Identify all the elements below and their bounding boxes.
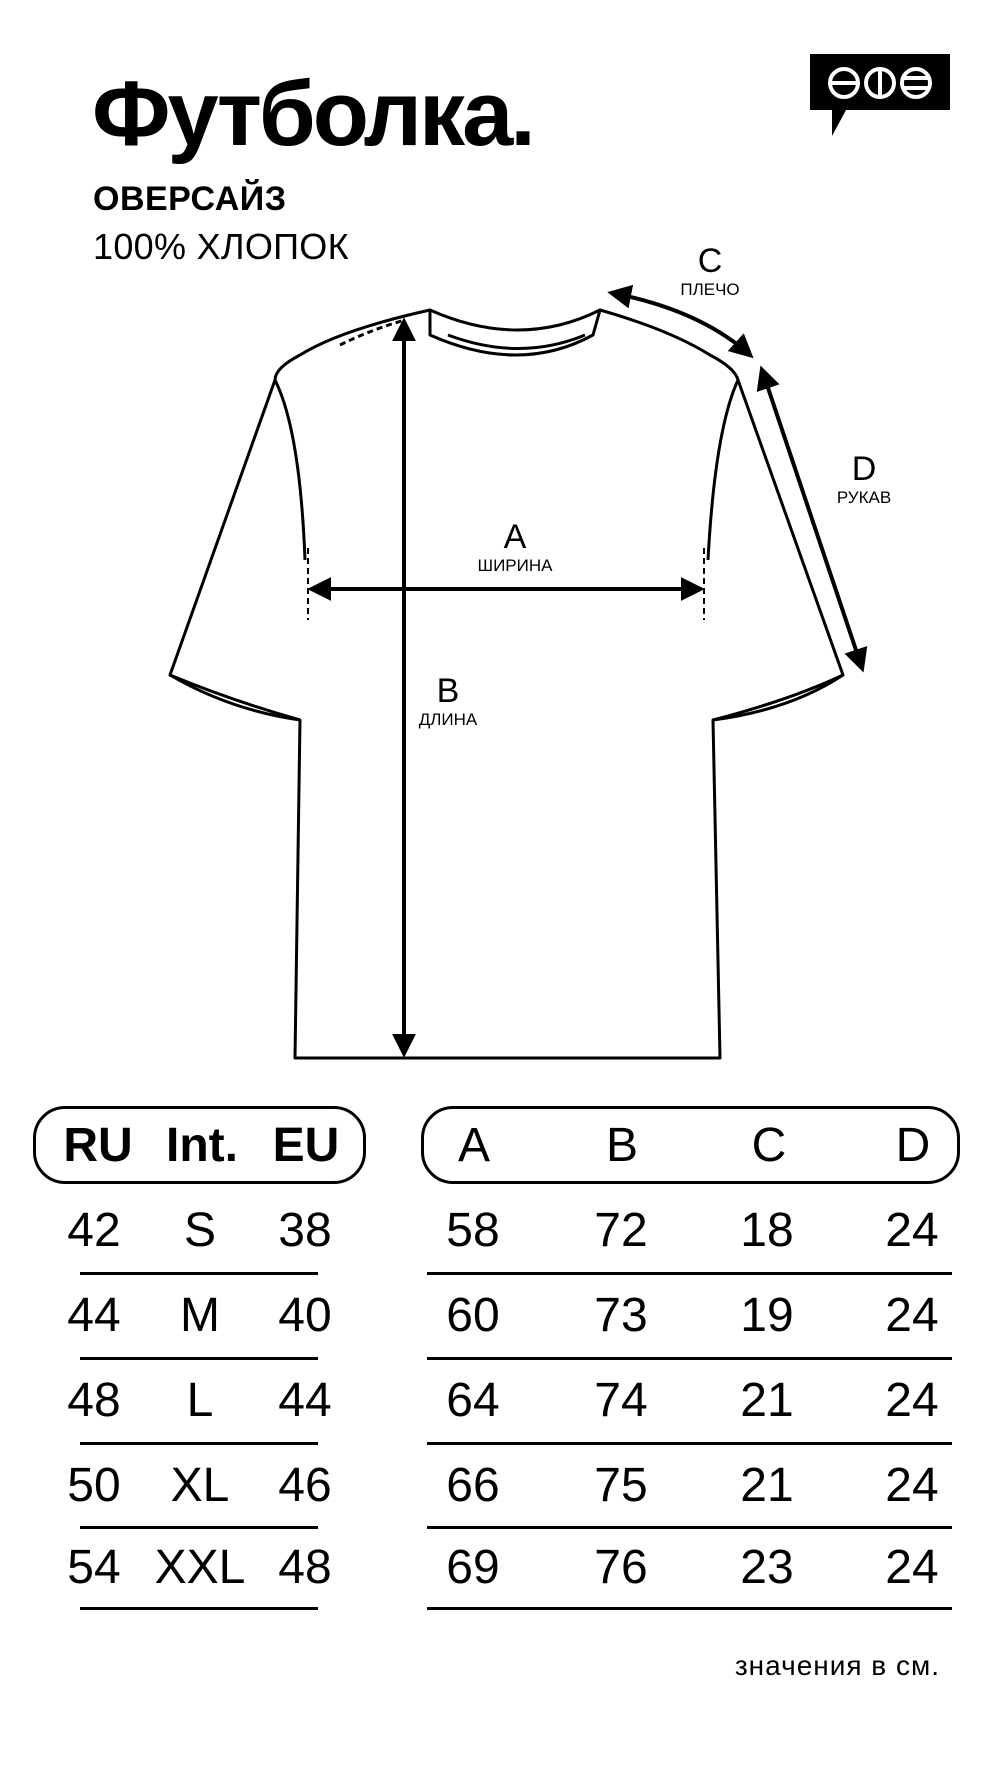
cell-int: XL [170,1459,230,1512]
label-d-text: РУКАВ [837,488,891,507]
cell-a: 69 [446,1541,500,1594]
shoulder-arrow [607,284,754,359]
cell-eu: 48 [278,1541,332,1594]
cell-c: 23 [740,1541,794,1594]
cell-c: 21 [740,1374,794,1427]
page-title: Футболка. [92,63,536,165]
cell-d: 24 [885,1374,939,1427]
units-footnote: значения в см. [734,1650,940,1681]
cell-int: XXL [154,1541,246,1594]
cell-a: 64 [446,1374,500,1427]
cell-b: 72 [594,1204,648,1257]
row-divider [80,1357,318,1360]
cell-b: 74 [594,1374,648,1427]
fit-label: ОВЕРСАЙЗ [93,180,287,218]
cell-d: 24 [885,1204,939,1257]
cell-d: 24 [885,1289,939,1342]
measurement-arrows [307,284,868,1058]
header-c: C [751,1119,787,1172]
row-divider [427,1526,952,1529]
label-a-letter: A [504,518,527,556]
cell-int: L [186,1374,214,1427]
tshirt-outline [168,308,845,1060]
cell-a: 60 [446,1289,500,1342]
cell-ru: 44 [67,1289,121,1342]
cell-eu: 40 [278,1289,332,1342]
cell-b: 73 [594,1289,648,1342]
label-d-letter: D [852,450,877,488]
material-label: 100% ХЛОПОК [93,226,349,267]
measure-header-pill [421,1106,960,1184]
cell-ru: 48 [67,1374,121,1427]
row-divider [80,1607,318,1610]
header-eu: EU [272,1119,340,1172]
header-b: B [605,1119,638,1172]
cell-ru: 54 [67,1541,121,1594]
cell-c: 19 [740,1289,794,1342]
row-divider [80,1526,318,1529]
label-b-letter: B [437,672,460,710]
header-d: D [895,1119,931,1172]
label-c-text: ПЛЕЧО [680,280,739,299]
cell-eu: 46 [278,1459,332,1512]
size-header-pill [33,1106,366,1184]
cell-int: S [183,1204,216,1257]
cell-a: 66 [446,1459,500,1512]
header-int: Int. [166,1119,238,1172]
header-a: A [457,1119,490,1172]
row-divider [427,1357,952,1360]
cell-eu: 44 [278,1374,332,1427]
row-divider [427,1607,952,1610]
cell-a: 58 [446,1204,500,1257]
cell-b: 75 [594,1459,648,1512]
cell-int: M [180,1289,220,1342]
sleeve-arrow [756,365,868,673]
row-divider [80,1272,318,1275]
cell-eu: 38 [278,1204,332,1257]
cell-ru: 50 [67,1459,121,1512]
label-c-letter: C [698,242,723,280]
label-b-text: ДЛИНА [419,710,478,729]
cell-b: 76 [594,1541,648,1594]
cell-ru: 42 [67,1204,121,1257]
brand-logo-speech-bubble-icon [810,54,950,136]
row-divider [80,1442,318,1445]
cell-c: 21 [740,1459,794,1512]
cell-c: 18 [740,1204,794,1257]
cell-d: 24 [885,1459,939,1512]
header-ru: RU [63,1119,133,1172]
row-divider [427,1272,952,1275]
label-a-text: ШИРИНА [478,556,554,575]
row-divider [427,1442,952,1445]
cell-d: 24 [885,1541,939,1594]
